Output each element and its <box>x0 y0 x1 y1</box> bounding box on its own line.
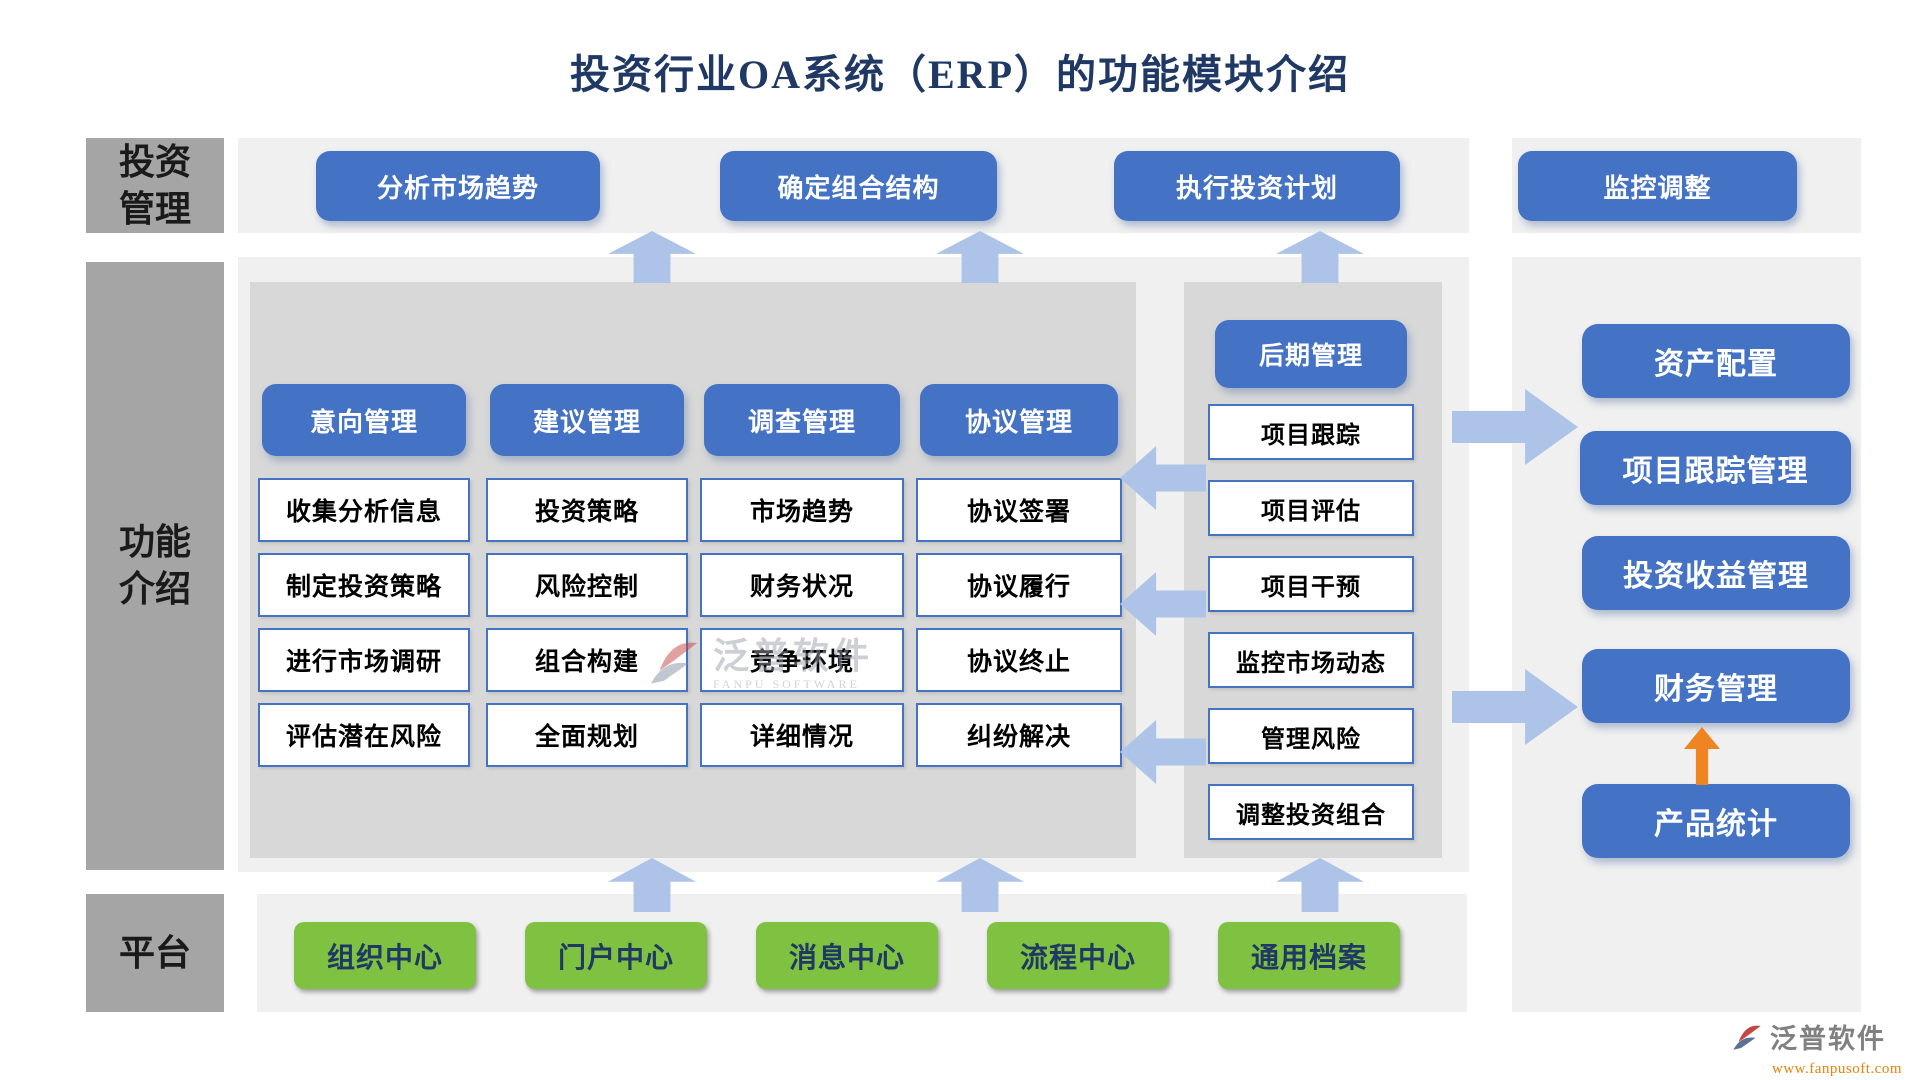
grid-cell: 详细情况 <box>700 703 904 767</box>
page-title: 投资行业OA系统（ERP）的功能模块介绍 <box>570 52 1350 97</box>
column-header: 建议管理 <box>490 384 684 456</box>
row-label-line: 管理 <box>118 188 191 229</box>
grid-cell: 全面规划 <box>486 703 688 767</box>
grid-cell: 收集分析信息 <box>258 478 470 542</box>
module-project-tracking-management: 项目跟踪管理 <box>1580 431 1851 505</box>
grid-cell: 项目评估 <box>1208 480 1414 536</box>
grid-cell: 项目跟踪 <box>1208 404 1414 460</box>
module-product-statistics: 产品统计 <box>1582 784 1850 858</box>
grid-column-proposal-management: 建议管理 投资策略 风险控制 组合构建 全面规划 <box>486 384 688 767</box>
module-investment-income-management: 投资收益管理 <box>1582 536 1850 610</box>
process-node-monitor-adjust: 监控调整 <box>1518 151 1797 221</box>
grid-cell: 协议终止 <box>916 628 1122 692</box>
row-label-platform: 平台 <box>86 894 224 1012</box>
watermark-brand: 泛普软件 <box>1770 1023 1886 1054</box>
grid-cell: 风险控制 <box>486 553 688 617</box>
grid-column-investigation-management: 调查管理 市场趋势 财务状况 竞争环境 详细情况 <box>700 384 904 767</box>
grid-cell: 市场趋势 <box>700 478 904 542</box>
grid-cell: 协议履行 <box>916 553 1122 617</box>
later-stage-column: 后期管理 项目跟踪 项目评估 项目干预 监控市场动态 管理风险 调整投资组合 <box>1208 320 1414 840</box>
grid-cell: 进行市场调研 <box>258 628 470 692</box>
column-header: 后期管理 <box>1215 320 1407 388</box>
module-asset-allocation: 资产配置 <box>1582 324 1850 398</box>
row-label-line: 平台 <box>118 932 191 973</box>
grid-cell: 项目干预 <box>1208 556 1414 612</box>
grid-cell: 制定投资策略 <box>258 553 470 617</box>
grid-cell: 评估潜在风险 <box>258 703 470 767</box>
footer-watermark: 泛普软件 www.fanpusoft.com <box>1730 1020 1915 1077</box>
column-header: 意向管理 <box>262 384 466 456</box>
grid-cell: 协议签署 <box>916 478 1122 542</box>
process-node-execute-investment-plan: 执行投资计划 <box>1114 151 1400 221</box>
grid-column-intention-management: 意向管理 收集分析信息 制定投资策略 进行市场调研 评估潜在风险 <box>258 384 470 767</box>
grid-cell: 竞争环境 <box>700 628 904 692</box>
grid-cell: 管理风险 <box>1208 708 1414 764</box>
row-label-investment-management: 投资 管理 <box>86 138 224 233</box>
row-label-line: 投资 <box>118 141 191 182</box>
process-node-define-portfolio-structure: 确定组合结构 <box>720 151 997 221</box>
grid-cell: 纠纷解决 <box>916 703 1122 767</box>
platform-organization-center: 组织中心 <box>294 922 476 989</box>
row-label-function-intro: 功能 介绍 <box>86 262 224 870</box>
row-label-line: 介绍 <box>118 569 191 609</box>
row-label-line: 功能 <box>118 522 191 563</box>
grid-column-agreement-management: 协议管理 协议签署 协议履行 协议终止 纠纷解决 <box>916 384 1122 767</box>
platform-portal-center: 门户中心 <box>525 922 707 989</box>
process-node-analyze-market-trend: 分析市场趋势 <box>316 151 600 221</box>
grid-cell: 组合构建 <box>486 628 688 692</box>
grid-cell: 监控市场动态 <box>1208 632 1414 688</box>
grid-cell: 投资策略 <box>486 478 688 542</box>
platform-general-archive: 通用档案 <box>1218 922 1400 989</box>
module-financial-management: 财务管理 <box>1582 649 1850 723</box>
watermark-url: www.fanpusoft.com <box>1772 1061 1903 1077</box>
fanpu-logo-icon <box>1730 1020 1764 1058</box>
platform-workflow-center: 流程中心 <box>987 922 1169 989</box>
platform-message-center: 消息中心 <box>756 922 938 989</box>
grid-cell: 财务状况 <box>700 553 904 617</box>
column-header: 调查管理 <box>704 384 900 456</box>
grid-cell: 调整投资组合 <box>1208 784 1414 840</box>
column-header: 协议管理 <box>920 384 1118 456</box>
